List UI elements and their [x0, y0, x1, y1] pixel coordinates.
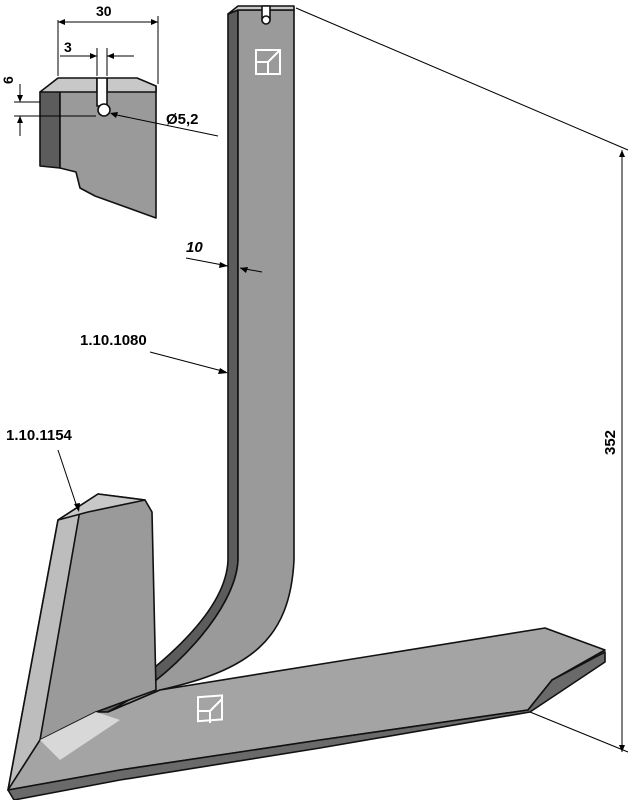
dim-overall-height-group: 352 — [295, 7, 629, 753]
dim-slot-depth: 6 — [0, 76, 16, 84]
detail-block-top-left — [39, 77, 98, 93]
slot-detail-view: 30 3 6 Ø5,2 — [0, 3, 219, 219]
dim-slot-width: 3 — [64, 39, 72, 55]
quality-mark-icon — [197, 694, 223, 723]
detail-block-face — [59, 85, 157, 219]
quality-mark-icon — [255, 49, 281, 75]
label-shank-group: 1.10.1080 — [80, 332, 228, 374]
detail-block-side — [39, 85, 61, 169]
shank-top — [227, 5, 295, 15]
label-shank-part-number: 1.10.1080 — [80, 332, 147, 349]
detail-slot — [96, 77, 108, 107]
share-left-wing-top — [57, 493, 146, 521]
dim-overall-height: 352 — [602, 430, 619, 455]
dim-detail-width: 30 — [96, 3, 112, 19]
detail-block-top-right — [106, 77, 157, 93]
label-share-group: 1.10.1154 — [6, 427, 80, 512]
dim-shank-thickness: 10 — [186, 239, 203, 256]
dim-shank-thickness-group: 10 — [185, 239, 263, 273]
dim-hole-diameter: Ø5,2 — [166, 111, 199, 128]
shank — [95, 5, 295, 713]
label-share-part-number: 1.10.1154 — [6, 427, 73, 444]
detail-hole — [97, 103, 111, 117]
share — [7, 493, 606, 800]
share-right-wing-edge — [7, 651, 606, 800]
